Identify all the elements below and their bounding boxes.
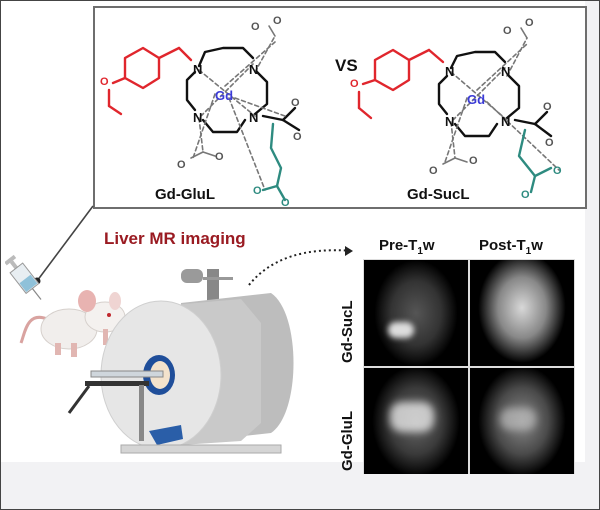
dotted-arrow bbox=[248, 246, 354, 286]
column-header-pre: Pre-T1w bbox=[379, 237, 435, 257]
svg-text:N: N bbox=[501, 114, 510, 129]
svg-text:O: O bbox=[177, 159, 186, 171]
svg-text:N: N bbox=[249, 62, 258, 77]
svg-text:O: O bbox=[525, 17, 534, 29]
svg-text:N: N bbox=[445, 64, 454, 79]
row-label-gd-glul: Gd-GluL bbox=[339, 411, 356, 471]
svg-text:O: O bbox=[251, 21, 260, 33]
svg-text:O: O bbox=[553, 165, 562, 177]
mri-image-sucl-pre bbox=[364, 260, 468, 366]
svg-text:N: N bbox=[501, 64, 510, 79]
column-header-post: Post-T1w bbox=[479, 237, 543, 257]
svg-text:O: O bbox=[521, 189, 530, 201]
molecule-label-gd-sucl: Gd-SucL bbox=[407, 186, 470, 203]
svg-text:O: O bbox=[273, 15, 282, 27]
svg-text:N: N bbox=[445, 114, 454, 129]
mri-image-glul-post bbox=[470, 368, 574, 474]
syringe-illustration bbox=[5, 254, 42, 300]
svg-text:Gd: Gd bbox=[215, 88, 233, 103]
mri-image-glul-pre bbox=[364, 368, 468, 474]
mri-scanner-illustration bbox=[67, 269, 294, 454]
molecule-gd-sucl-structure: O N N N N Gd O O O O O O O O bbox=[350, 17, 562, 201]
mouse-illustration bbox=[19, 290, 126, 357]
svg-text:O: O bbox=[469, 155, 478, 167]
svg-text:N: N bbox=[193, 62, 202, 77]
molecule-label-gd-glul: Gd-GluL bbox=[155, 186, 215, 203]
mri-image-sucl-post bbox=[470, 260, 574, 366]
chemical-structures-box: O N N N N Gd O O O O O O O O Gd-GluL VS bbox=[93, 6, 587, 209]
svg-text:Gd: Gd bbox=[467, 92, 485, 107]
svg-text:O: O bbox=[215, 151, 224, 163]
svg-text:O: O bbox=[350, 78, 359, 90]
svg-text:O: O bbox=[253, 185, 262, 197]
molecule-gd-glul-structure: O N N N N Gd O O O O O O O O bbox=[100, 15, 302, 207]
figure-canvas: O N N N N Gd O O O O O O O O Gd-GluL VS bbox=[1, 1, 587, 474]
section-title: Liver MR imaging bbox=[104, 229, 246, 248]
versus-label: VS bbox=[335, 56, 358, 75]
svg-text:O: O bbox=[281, 197, 290, 207]
svg-text:O: O bbox=[503, 25, 512, 37]
svg-text:O: O bbox=[291, 97, 300, 109]
svg-text:O: O bbox=[100, 76, 109, 88]
svg-text:N: N bbox=[249, 110, 258, 125]
svg-text:N: N bbox=[193, 110, 202, 125]
svg-text:O: O bbox=[293, 131, 302, 143]
svg-text:O: O bbox=[545, 137, 554, 149]
svg-text:O: O bbox=[543, 101, 552, 113]
row-label-gd-sucl: Gd-SucL bbox=[339, 300, 356, 364]
svg-text:O: O bbox=[429, 165, 438, 177]
